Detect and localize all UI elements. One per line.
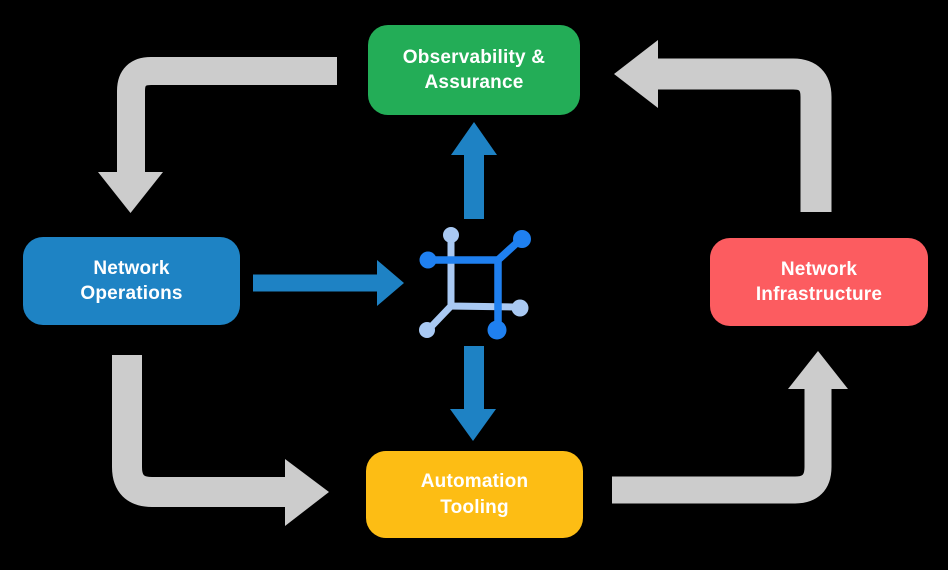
cycle-arrow-infrastructure-to-observability (614, 40, 832, 212)
node-label-line: Assurance (424, 72, 524, 93)
node-observability-assurance: Observability & Assurance (368, 25, 580, 115)
node-label-line: Operations (80, 283, 183, 304)
node-label-line: Infrastructure (755, 284, 883, 305)
node-network-infrastructure: Network Infrastructure (710, 238, 928, 326)
node-automation-tooling: Automation Tooling (366, 451, 583, 538)
node-label-line: Network (93, 257, 170, 279)
node-label-line: Tooling (440, 496, 509, 518)
center-arrow-icon-to-automation (450, 346, 496, 441)
cycle-arrow-automation-to-infrastructure (612, 351, 848, 504)
network-mesh-icon-primary (419, 230, 531, 340)
cycle-arrow-operations-to-automation (112, 355, 329, 526)
network-mesh-icon (419, 227, 531, 340)
network-mesh-icon-secondary (419, 227, 529, 338)
node-label-line: Network (780, 258, 858, 280)
node-label-line: Automation (420, 471, 529, 493)
node-label-line: Observability & (402, 46, 546, 68)
cycle-arrow-observability-to-operations (98, 57, 337, 213)
node-network-operations: Network Operations (23, 237, 240, 325)
center-arrow-icon-to-observability (451, 122, 497, 219)
center-arrow-operations-to-icon (253, 260, 404, 306)
